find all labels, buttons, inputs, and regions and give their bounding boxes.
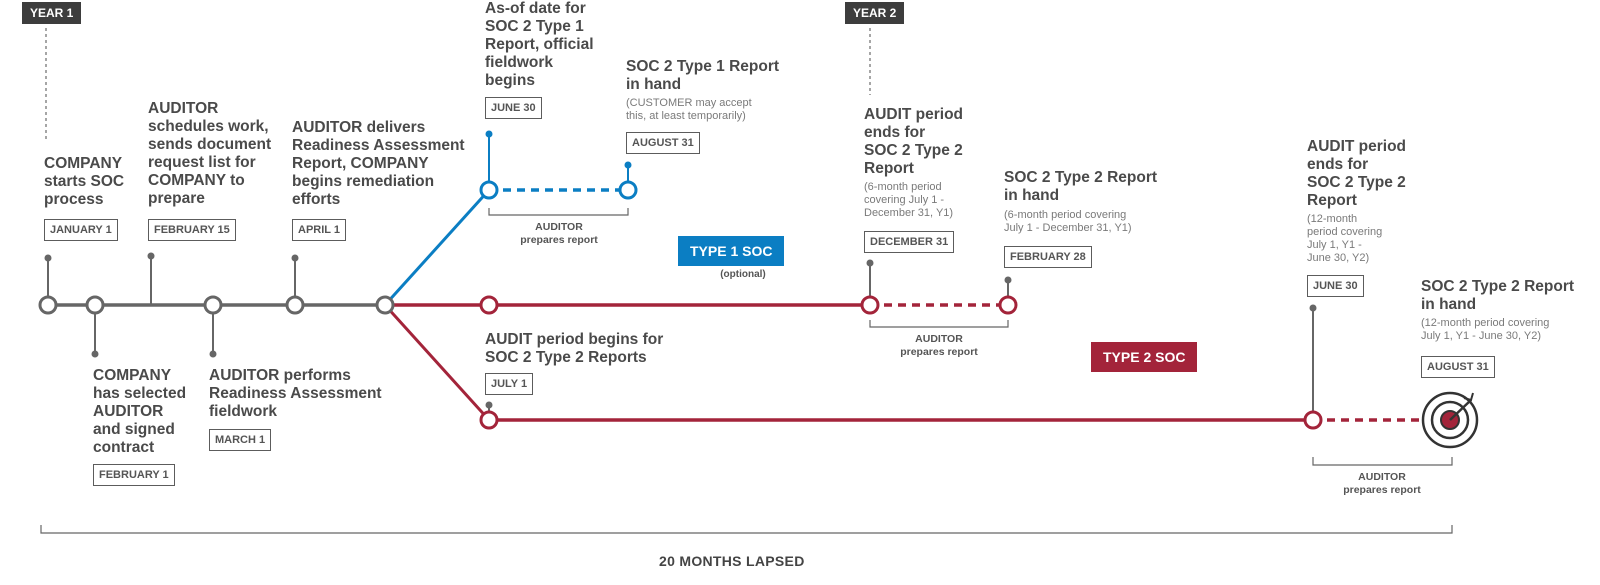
date-apr1: APRIL 1	[292, 219, 346, 241]
date-feb28: FEBRUARY 28	[1004, 246, 1092, 268]
date-jan1: JANUARY 1	[44, 219, 118, 241]
date-aug31-y2: AUGUST 31	[1421, 356, 1495, 378]
type2-soc-badge: TYPE 2 SOC	[1091, 342, 1198, 372]
date-jun30-y1: JUNE 30	[485, 97, 542, 119]
type1-inhand-note: (CUSTOMER may accept this, at least temp…	[626, 97, 752, 122]
node-type2-12mo-start	[479, 410, 499, 430]
node-jan1	[38, 295, 58, 315]
node-feb28	[998, 295, 1018, 315]
type2-12mo-inhand-note: (12-month period covering July 1, Y1 - J…	[1421, 317, 1550, 342]
date-feb1: FEBRUARY 1	[93, 464, 175, 486]
date-aug31-y1: AUGUST 31	[626, 132, 700, 154]
target-icon	[1421, 391, 1479, 449]
date-feb15: FEBRUARY 15	[148, 219, 236, 241]
months-lapsed-label: 20 MONTHS LAPSED	[659, 553, 805, 569]
date-mar1: MARCH 1	[209, 429, 272, 451]
milestone-type1-asof-label: As-of date for SOC 2 Type 1 Report, offi…	[485, 0, 594, 89]
date-dec31: DECEMBER 31	[864, 231, 955, 253]
milestone-type1-inhand-label: SOC 2 Type 1 Report in hand	[626, 58, 780, 93]
milestone-type2-begin-label: AUDIT period begins for SOC 2 Type 2 Rep…	[485, 331, 664, 366]
lapsed-bracket	[40, 525, 1453, 534]
type1-optional-note: (optional)	[720, 269, 766, 280]
type2-6mo-prepares-report: AUDITOR prepares report	[900, 333, 978, 358]
milestone-type2-12mo-end-label: AUDIT period ends for SOC 2 Type 2 Repor…	[1307, 138, 1407, 209]
node-jun30-y2	[1303, 410, 1323, 430]
node-type1-start	[479, 180, 499, 200]
milestone-type2-6mo-inhand-label: SOC 2 Type 2 Report in hand	[1004, 169, 1158, 204]
date-jun30-y2: JUNE 30	[1307, 275, 1364, 297]
type2-6mo-end-note: (6-month period covering July 1 - Decemb…	[864, 181, 954, 219]
milestone-contract-label: COMPANY has selected AUDITOR and signed …	[93, 367, 187, 456]
node-branch	[375, 295, 395, 315]
type1-prepares-report: AUDITOR prepares report	[520, 221, 598, 246]
milestone-type2-12mo-inhand-label: SOC 2 Type 2 Report in hand	[1421, 278, 1575, 313]
type1-soc-badge: TYPE 1 SOC	[678, 236, 785, 266]
type2-12mo-prepares-report: AUDITOR prepares report	[1343, 471, 1421, 496]
year1-tag: YEAR 1	[22, 2, 82, 24]
type2-6mo-inhand-note: (6-month period covering July 1 - Decemb…	[1004, 209, 1132, 234]
milestone-schedule-label: AUDITOR schedules work, sends document r…	[148, 100, 272, 207]
date-jul1: JULY 1	[485, 373, 534, 395]
milestone-readiness-report-label: AUDITOR delivers Readiness Assessment Re…	[292, 119, 465, 208]
year2-tag: YEAR 2	[845, 2, 905, 24]
type2-12mo-end-note: (12-month period covering July 1, Y1 - J…	[1307, 213, 1383, 264]
milestone-type2-6mo-end-label: AUDIT period ends for SOC 2 Type 2 Repor…	[864, 106, 964, 177]
node-mar1	[203, 295, 223, 315]
node-type1-end	[618, 180, 638, 200]
milestone-readiness-fieldwork-label: AUDITOR performs Readiness Assessment fi…	[209, 367, 382, 420]
type1-branch	[383, 188, 491, 307]
node-dec31	[860, 295, 880, 315]
node-apr1	[285, 295, 305, 315]
milestone-start-label: COMPANY starts SOC process	[44, 155, 125, 208]
node-type2-begin	[479, 295, 499, 315]
node-feb1	[85, 295, 105, 315]
type2-12mo-branch	[383, 303, 491, 422]
